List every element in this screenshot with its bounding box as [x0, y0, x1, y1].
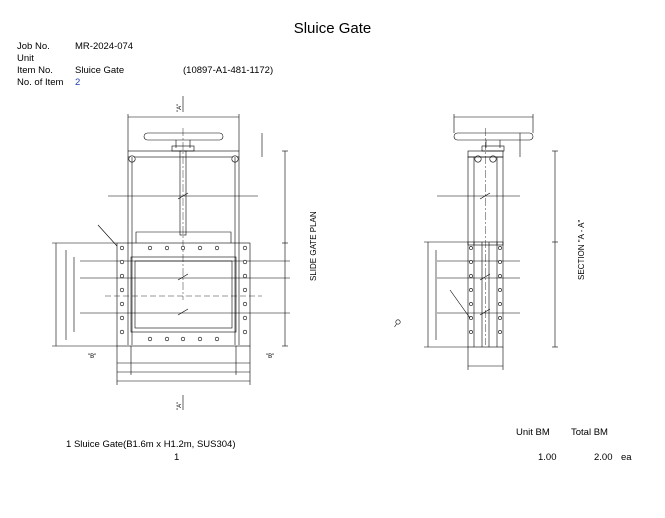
section-marker-b-right: "B" — [266, 354, 274, 360]
total-bm-header: Total BM — [571, 427, 608, 438]
front-gate-frame — [116, 242, 251, 347]
hook-icon — [395, 319, 401, 325]
front-view-label: SLIDE GATE PLAN — [309, 211, 318, 281]
section-marker-b-left: "B" — [88, 354, 96, 360]
front-view — [52, 96, 290, 410]
total-bm-value: 2.00 — [594, 452, 613, 463]
side-frame — [467, 241, 504, 348]
side-handwheel — [453, 132, 534, 141]
unit-bm-header: Unit BM — [516, 427, 550, 438]
drawing-code: (10897-A1-481-1172) — [183, 65, 274, 76]
unit-row: Unit — [17, 53, 273, 65]
item-no-label: Item No. — [17, 65, 53, 76]
uom-value: ea — [621, 452, 632, 463]
unit-bm-value: 1.00 — [538, 452, 557, 463]
page-title: Sluice Gate — [293, 20, 372, 37]
bom-item-row: 1 Sluice Gate(B1.6m x H1.2m, SUS304) — [66, 439, 236, 450]
no-of-item-value: 2 — [75, 77, 81, 88]
item-quantity: 1 — [174, 452, 180, 463]
front-top-beam — [127, 150, 240, 158]
item-description: Sluice Gate(B1.6m x H1.2m, SUS304) — [73, 439, 236, 450]
unit-label: Unit — [17, 53, 34, 64]
job-no-label: Job No. — [17, 41, 50, 52]
job-info: Job No. MR-2024-074 Unit Item No. Sluice… — [17, 41, 273, 89]
side-view-label: SECTION "A - A" — [577, 219, 586, 280]
item-index: 1 — [66, 439, 72, 450]
item-no-value: Sluice Gate — [75, 65, 125, 76]
job-no-row: Job No. MR-2024-074 — [17, 41, 273, 53]
item-no-row: Item No. Sluice Gate (10897-A1-481-1172) — [17, 65, 273, 77]
section-marker-a-top: "A" — [177, 104, 183, 112]
front-stem — [179, 150, 187, 236]
job-no-value: MR-2024-074 — [75, 41, 134, 52]
no-of-item-label: No. of Item — [17, 77, 64, 88]
side-view — [424, 114, 558, 370]
no-of-item-row: No. of Item 2 — [17, 77, 273, 89]
front-gate-opening — [130, 256, 237, 333]
section-marker-a-bottom: "A" — [177, 402, 183, 410]
front-handwheel — [143, 132, 224, 141]
